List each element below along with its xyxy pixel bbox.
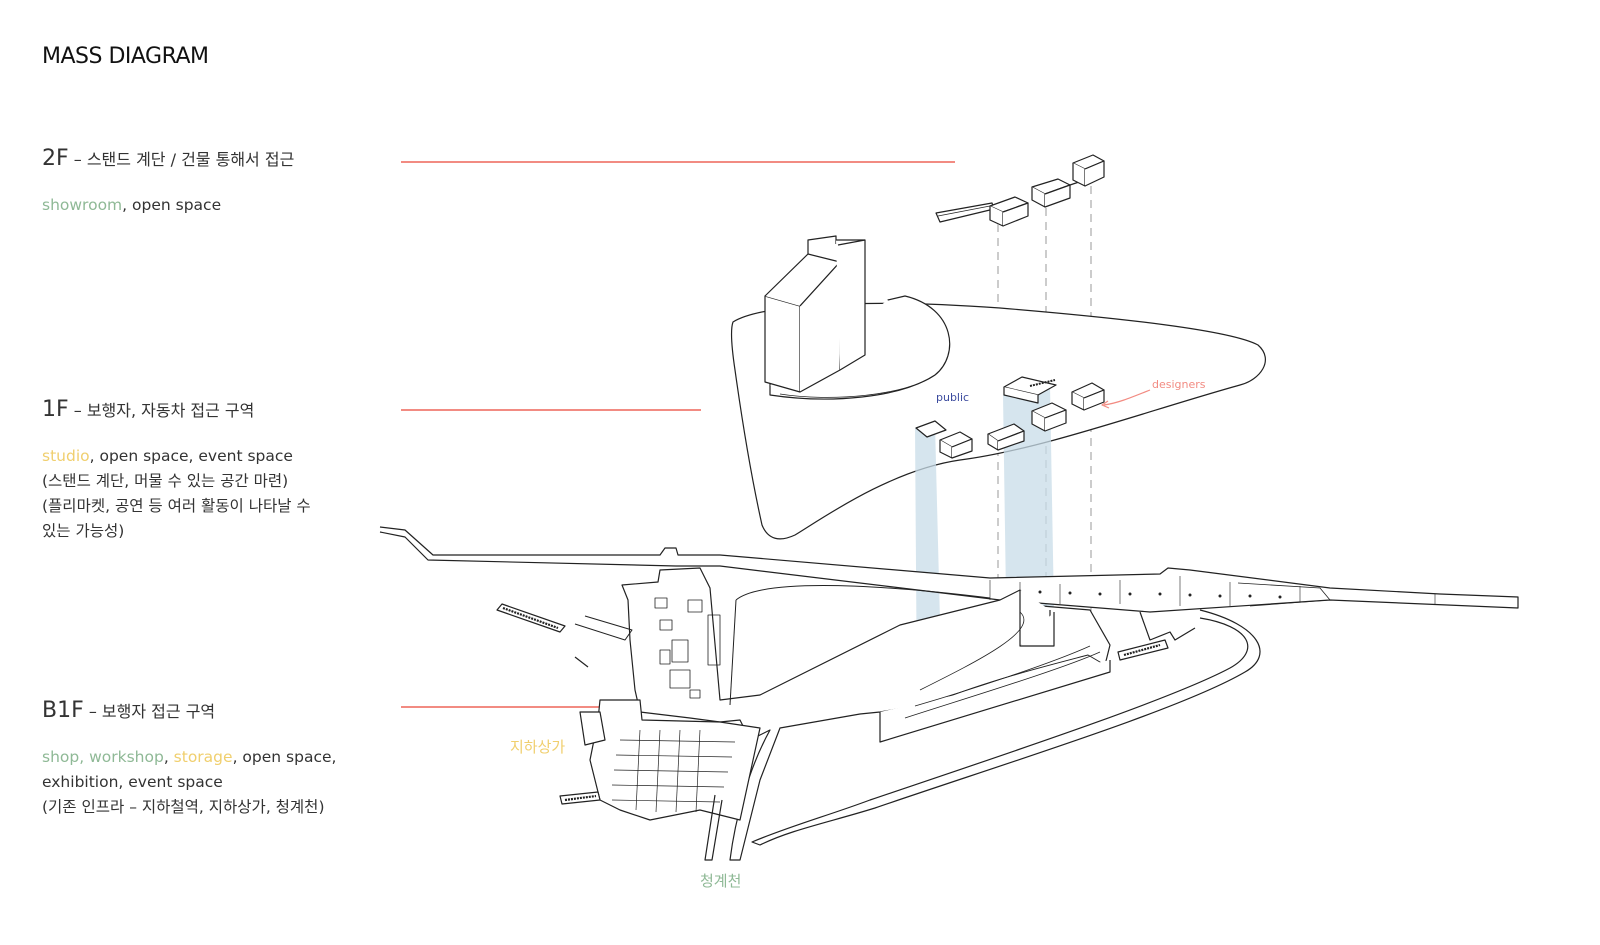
level-b1f-code: B1F: [42, 698, 84, 723]
use-segment: ,: [163, 748, 174, 766]
level-2f-sep: –: [68, 150, 87, 169]
leader-line-2f: [401, 161, 955, 163]
level-2f-uses: showroom, open space: [42, 193, 294, 218]
level-1f-notes: (스탠드 계단, 머물 수 있는 공간 마련) (플리마켓, 공연 등 여러 활동…: [42, 469, 311, 544]
use-segment: shop, workshop: [42, 748, 164, 766]
leader-line-b1f: [401, 706, 719, 708]
label-underground-mall: 지하상가: [510, 738, 565, 756]
level-1f-heading: 1F – 보행자, 자동차 접근 구역: [42, 397, 311, 422]
leader-line-1f: [401, 409, 701, 411]
note-line: (기존 인프라 – 지하철역, 지하상가, 청계천): [42, 798, 325, 816]
level-b1f-desc: 보행자 접근 구역: [101, 702, 216, 721]
note-line: exhibition, event space: [42, 773, 223, 791]
use-segment: , open space,: [232, 748, 337, 766]
use-segment: , open space, event space: [89, 447, 293, 465]
level-1f-masses: [915, 376, 1151, 459]
use-segment: storage: [173, 748, 233, 766]
level-b1f-plan: [379, 526, 1519, 861]
level-1f-sep: –: [68, 401, 87, 420]
page-title: MASS DIAGRAM: [42, 44, 209, 69]
level-b1f-uses: shop, workshop, storage, open space,: [42, 745, 336, 770]
level-1f-desc: 보행자, 자동차 접근 구역: [86, 401, 255, 420]
level-b1f-sep: –: [83, 702, 102, 721]
level-b1f: B1F – 보행자 접근 구역 shop, workshop, storage,…: [42, 698, 336, 820]
use-segment: , open space: [122, 196, 222, 214]
level-2f-desc: 스탠드 계단 / 건물 통해서 접근: [86, 150, 295, 169]
note-line: (스탠드 계단, 머물 수 있는 공간 마련): [42, 472, 289, 490]
note-line: (플리마켓, 공연 등 여러 활동이 나타날 수: [42, 497, 311, 515]
label-public: public: [936, 391, 969, 404]
level-2f: 2F – 스탠드 계단 / 건물 통해서 접근 showroom, open s…: [42, 146, 294, 218]
use-segment: showroom: [42, 196, 123, 214]
level-2f-code: 2F: [42, 146, 69, 171]
use-segment: studio: [42, 447, 90, 465]
label-designers: designers: [1152, 378, 1206, 391]
level-1f-plate: [730, 235, 1266, 540]
level-1f-code: 1F: [42, 397, 69, 422]
level-1f: 1F – 보행자, 자동차 접근 구역 studio, open space, …: [42, 397, 311, 544]
level-2f-heading: 2F – 스탠드 계단 / 건물 통해서 접근: [42, 146, 294, 171]
level-b1f-heading: B1F – 보행자 접근 구역: [42, 698, 336, 723]
level-1f-uses: studio, open space, event space: [42, 444, 311, 469]
level-b1f-notes: exhibition, event space (기존 인프라 – 지하철역, 지…: [42, 770, 336, 820]
label-cheonggyecheon: 청계천: [700, 872, 741, 890]
note-line: 있는 가능성): [42, 522, 125, 540]
